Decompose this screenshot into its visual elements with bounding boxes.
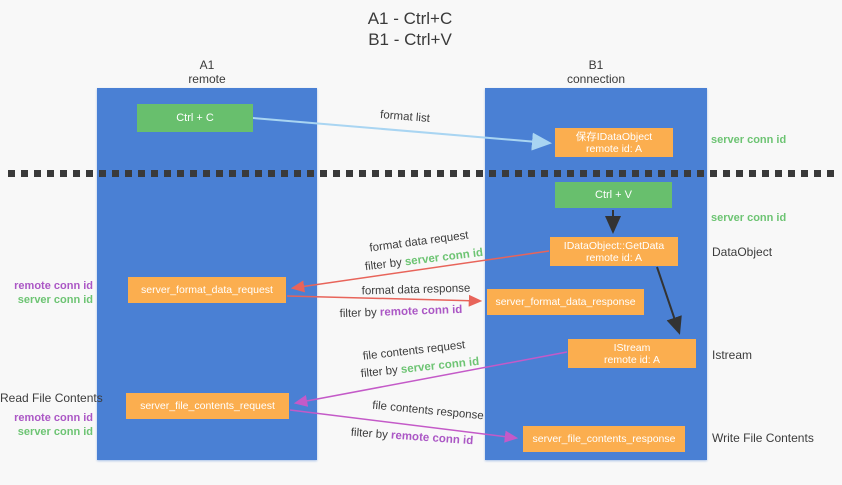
right-label-write-file-contents: Write File Contents xyxy=(712,431,814,445)
node-server-format-data-response-label: server_format_data_response xyxy=(495,295,636,308)
filter-by-text: filter by xyxy=(350,426,389,442)
label-filter-by-remote-conn-id-1: filter by remote conn id xyxy=(339,304,462,320)
right-label-server-conn-id-mid: server conn id xyxy=(711,212,787,224)
server-conn-id-text: server conn id xyxy=(400,355,480,376)
filter-by-text: filter by xyxy=(360,364,399,381)
left-label-remote-conn-id-2: remote conn id xyxy=(14,412,93,424)
label-file-contents-response: file contents response xyxy=(371,399,485,423)
node-ctrl-v: Ctrl + V xyxy=(555,182,672,208)
node-idataobject-getdata-line1: IDataObject::GetData xyxy=(563,239,665,252)
node-server-file-contents-response: server_file_contents_response xyxy=(523,426,685,452)
node-ctrl-c: Ctrl + C xyxy=(137,104,253,132)
left-label-read-file-contents: Read File Contents xyxy=(0,391,103,405)
node-istream-line1: IStream xyxy=(613,341,651,354)
node-server-file-contents-response-label: server_file_contents_response xyxy=(532,432,676,445)
right-label-server-conn-id-top: server conn id xyxy=(711,134,787,146)
filter-by-text: filter by xyxy=(364,256,403,274)
node-idataobject-getdata-line2: remote id: A xyxy=(585,251,643,264)
node-save-idataobject-line1: 保存IDataObject xyxy=(575,130,653,143)
machine-boundary-dotted-line xyxy=(8,170,835,177)
node-save-idataobject-line2: remote id: A xyxy=(585,142,643,155)
title-line-2: B1 - Ctrl+V xyxy=(368,30,452,49)
column-header-b1: B1 connection xyxy=(485,58,707,86)
right-label-istream: Istream xyxy=(712,348,753,362)
node-ctrl-c-label: Ctrl + C xyxy=(176,111,214,124)
node-server-file-contents-request: server_file_contents_request xyxy=(126,393,289,419)
column-b1-subtitle: connection xyxy=(566,72,626,86)
left-label-server-conn-id-1: server conn id xyxy=(17,294,93,306)
left-label-server-conn-id-2: server conn id xyxy=(17,426,93,438)
node-save-idataobject: 保存IDataObject remote id: A xyxy=(555,128,673,157)
filter-by-text: filter by xyxy=(339,306,377,321)
title-line-1: A1 - Ctrl+C xyxy=(367,9,453,28)
node-server-format-data-request-label: server_format_data_request xyxy=(141,283,273,296)
remote-conn-id-text: remote conn id xyxy=(390,429,474,448)
diagram-title: A1 - Ctrl+C B1 - Ctrl+V xyxy=(0,8,820,50)
node-istream: IStream remote id: A xyxy=(568,339,696,368)
node-idataobject-getdata: IDataObject::GetData remote id: A xyxy=(550,237,678,266)
node-server-file-contents-request-label: server_file_contents_request xyxy=(140,399,275,412)
server-conn-id-text: server conn id xyxy=(404,246,484,269)
node-ctrl-v-label: Ctrl + V xyxy=(595,188,632,201)
column-a1-name: A1 xyxy=(199,58,215,72)
node-server-format-data-response: server_format_data_response xyxy=(487,289,644,315)
node-server-format-data-request: server_format_data_request xyxy=(128,277,286,303)
node-istream-line2: remote id: A xyxy=(603,353,661,366)
left-label-remote-conn-id-1: remote conn id xyxy=(14,280,93,292)
column-header-a1: A1 remote xyxy=(97,58,317,86)
remote-conn-id-text: remote conn id xyxy=(379,303,463,319)
label-format-data-response: format data response xyxy=(361,282,471,298)
right-label-dataobject: DataObject xyxy=(712,245,773,259)
column-b1-name: B1 xyxy=(588,58,604,72)
label-format-list: format list xyxy=(379,109,431,125)
column-a1-subtitle: remote xyxy=(188,72,226,86)
label-filter-by-remote-conn-id-2: filter by remote conn id xyxy=(350,427,473,448)
